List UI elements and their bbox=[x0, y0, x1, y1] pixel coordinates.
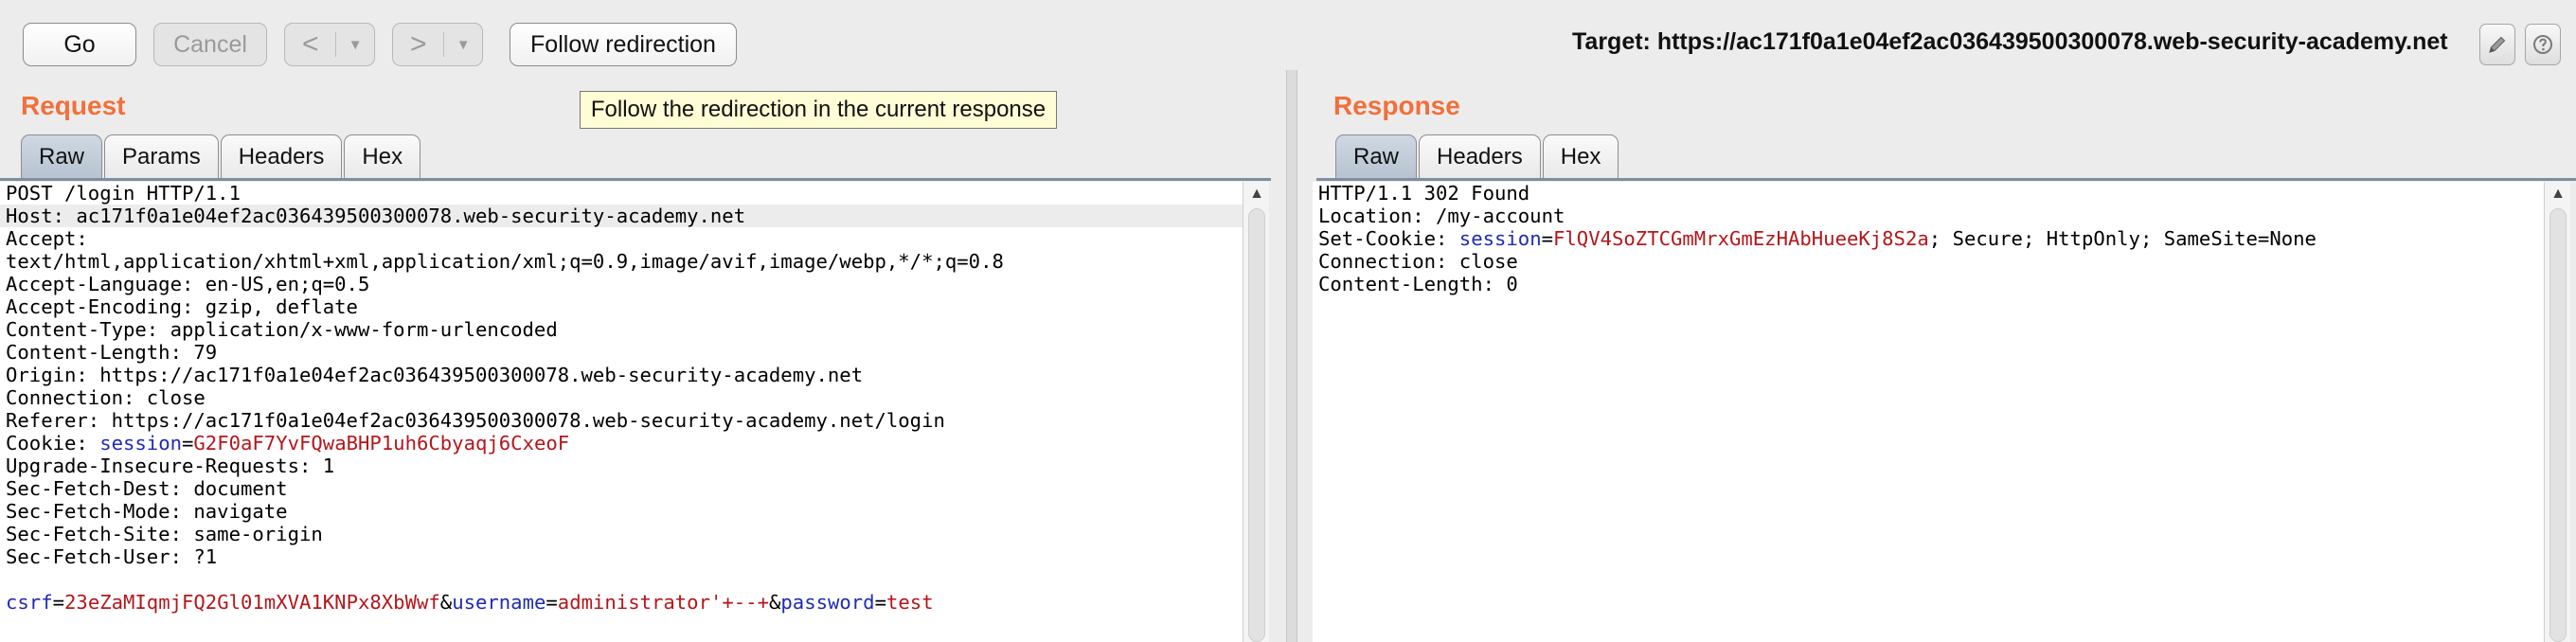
response-editor[interactable]: HTTP/1.1 302 Found Location: /my-account… bbox=[1313, 182, 2544, 642]
cookie-param-value: G2F0aF7YvFQwaBHP1uh6Cbyaqj6CxeoF bbox=[193, 432, 570, 455]
body-param-value: 23eZaMIqmjFQ2Gl01mXVA1KNPx8XbWwf bbox=[64, 591, 440, 614]
cookie-param-name: session bbox=[1458, 227, 1542, 250]
back-history-dropdown-icon[interactable]: ▼ bbox=[348, 36, 363, 53]
response-tab-underline bbox=[1316, 178, 2576, 181]
request-line: Accept-Encoding: gzip, deflate bbox=[6, 295, 358, 318]
cancel-button[interactable]: Cancel bbox=[153, 23, 267, 66]
button-separator bbox=[335, 32, 337, 57]
request-tabs: Raw Params Headers Hex bbox=[21, 134, 422, 178]
response-line: Content-Length: 0 bbox=[1318, 273, 1518, 295]
request-line: Host: ac171f0a1e04ef2ac036439500300078.w… bbox=[0, 205, 1243, 227]
request-line: Accept: bbox=[6, 227, 88, 250]
request-cookie-line: Cookie: session=G2F0aF7YvFQwaBHP1uh6Cbya… bbox=[0, 432, 1243, 455]
ampersand: & bbox=[768, 591, 781, 614]
follow-redirection-tooltip: Follow the redirection in the current re… bbox=[580, 91, 1057, 129]
edit-target-button[interactable] bbox=[2479, 24, 2515, 65]
scroll-up-arrow-icon[interactable]: ▲ bbox=[2550, 186, 2566, 202]
body-param-name: csrf bbox=[6, 591, 53, 614]
tab-response-headers[interactable]: Headers bbox=[1419, 134, 1541, 178]
equals-sign: = bbox=[182, 432, 194, 455]
request-line: text/html,application/xhtml+xml,applicat… bbox=[6, 250, 1004, 273]
scroll-up-arrow-icon[interactable]: ▲ bbox=[1249, 186, 1264, 202]
cookie-param-value: FlQV4SoZTCGmMrxGmEzHAbHueeKj8S2a bbox=[1553, 227, 1929, 250]
follow-redirection-button[interactable]: Follow redirection bbox=[510, 23, 737, 66]
request-line: Upgrade-Insecure-Requests: 1 bbox=[6, 455, 335, 477]
request-line: Referer: https://ac171f0a1e04ef2ac036439… bbox=[6, 409, 945, 432]
request-line: Content-Length: 79 bbox=[6, 341, 218, 364]
response-tabs: Raw Headers Hex bbox=[1335, 134, 1620, 178]
response-line: HTTP/1.1 302 Found bbox=[1318, 182, 1530, 205]
request-line: Sec-Fetch-User: ?1 bbox=[6, 545, 218, 568]
request-scrollbar[interactable]: ▲ bbox=[1243, 182, 1269, 642]
tab-response-raw[interactable]: Raw bbox=[1335, 134, 1418, 178]
cookie-param-name: session bbox=[99, 432, 182, 455]
body-param-value: administrator'+--+ bbox=[557, 591, 769, 614]
pencil-icon bbox=[2489, 36, 2506, 53]
request-line: Sec-Fetch-Site: same-origin bbox=[6, 523, 323, 545]
toolbar: Go Cancel < ▼ > ▼ Follow redirection Tar… bbox=[0, 0, 2576, 70]
help-icon bbox=[2533, 35, 2552, 54]
request-line: Sec-Fetch-Mode: navigate bbox=[6, 500, 288, 523]
tab-request-hex[interactable]: Hex bbox=[344, 134, 421, 178]
request-blank-line bbox=[0, 568, 1243, 591]
request-body-line: csrf=23eZaMIqmjFQ2Gl01mXVA1KNPx8XbWwf&us… bbox=[0, 591, 1243, 614]
tab-request-headers[interactable]: Headers bbox=[220, 134, 343, 178]
ampersand: & bbox=[439, 591, 453, 614]
scrollbar-thumb[interactable] bbox=[1248, 208, 1265, 642]
request-line: POST /login HTTP/1.1 bbox=[6, 182, 241, 205]
request-tab-underline bbox=[0, 178, 1271, 181]
cookie-header-name: Cookie: bbox=[6, 432, 100, 455]
forward-button[interactable]: > ▼ bbox=[392, 23, 483, 66]
request-line: Origin: https://ac171f0a1e04ef2ac0364395… bbox=[6, 364, 864, 386]
request-line: Content-Type: application/x-www-form-url… bbox=[6, 318, 558, 341]
tab-request-params[interactable]: Params bbox=[104, 134, 219, 178]
tab-request-raw[interactable]: Raw bbox=[21, 134, 103, 178]
button-separator bbox=[443, 32, 445, 57]
back-button[interactable]: < ▼ bbox=[284, 23, 375, 66]
request-line: Sec-Fetch-Dest: document bbox=[6, 477, 288, 500]
request-editor[interactable]: POST /login HTTP/1.1 Host: ac171f0a1e04e… bbox=[0, 182, 1243, 642]
equals-sign: = bbox=[546, 591, 558, 614]
back-arrow-icon: < bbox=[301, 28, 319, 60]
response-scrollbar[interactable]: ▲ bbox=[2544, 182, 2570, 642]
equals-sign: = bbox=[52, 591, 65, 614]
cookie-attributes: ; Secure; HttpOnly; SameSite=None bbox=[1928, 227, 2317, 250]
panel-splitter[interactable] bbox=[1286, 70, 1297, 642]
equals-sign: = bbox=[874, 591, 886, 614]
response-panel-title: Response bbox=[1333, 91, 1460, 120]
scrollbar-thumb[interactable] bbox=[2549, 208, 2567, 642]
body-param-name: username bbox=[452, 591, 546, 614]
target-label: Target: https://ac171f0a1e04ef2ac0364395… bbox=[1572, 28, 2448, 55]
tab-response-hex[interactable]: Hex bbox=[1542, 134, 1619, 178]
set-cookie-header-name: Set-Cookie: bbox=[1318, 227, 1459, 250]
request-line: Connection: close bbox=[6, 386, 206, 409]
body-param-value: test bbox=[886, 591, 934, 614]
forward-arrow-icon: > bbox=[409, 28, 427, 60]
response-set-cookie-line: Set-Cookie: session=FlQV4SoZTCGmMrxGmEzH… bbox=[1313, 227, 2544, 250]
body-param-name: password bbox=[780, 591, 875, 614]
request-line: Accept-Language: en-US,en;q=0.5 bbox=[6, 273, 370, 295]
go-button[interactable]: Go bbox=[23, 23, 136, 66]
request-panel-title: Request bbox=[21, 91, 126, 120]
help-button[interactable] bbox=[2525, 24, 2561, 65]
equals-sign: = bbox=[1541, 227, 1553, 250]
response-line: Connection: close bbox=[1318, 250, 1518, 273]
response-line: Location: /my-account bbox=[1318, 205, 1565, 227]
forward-history-dropdown-icon[interactable]: ▼ bbox=[456, 36, 471, 53]
